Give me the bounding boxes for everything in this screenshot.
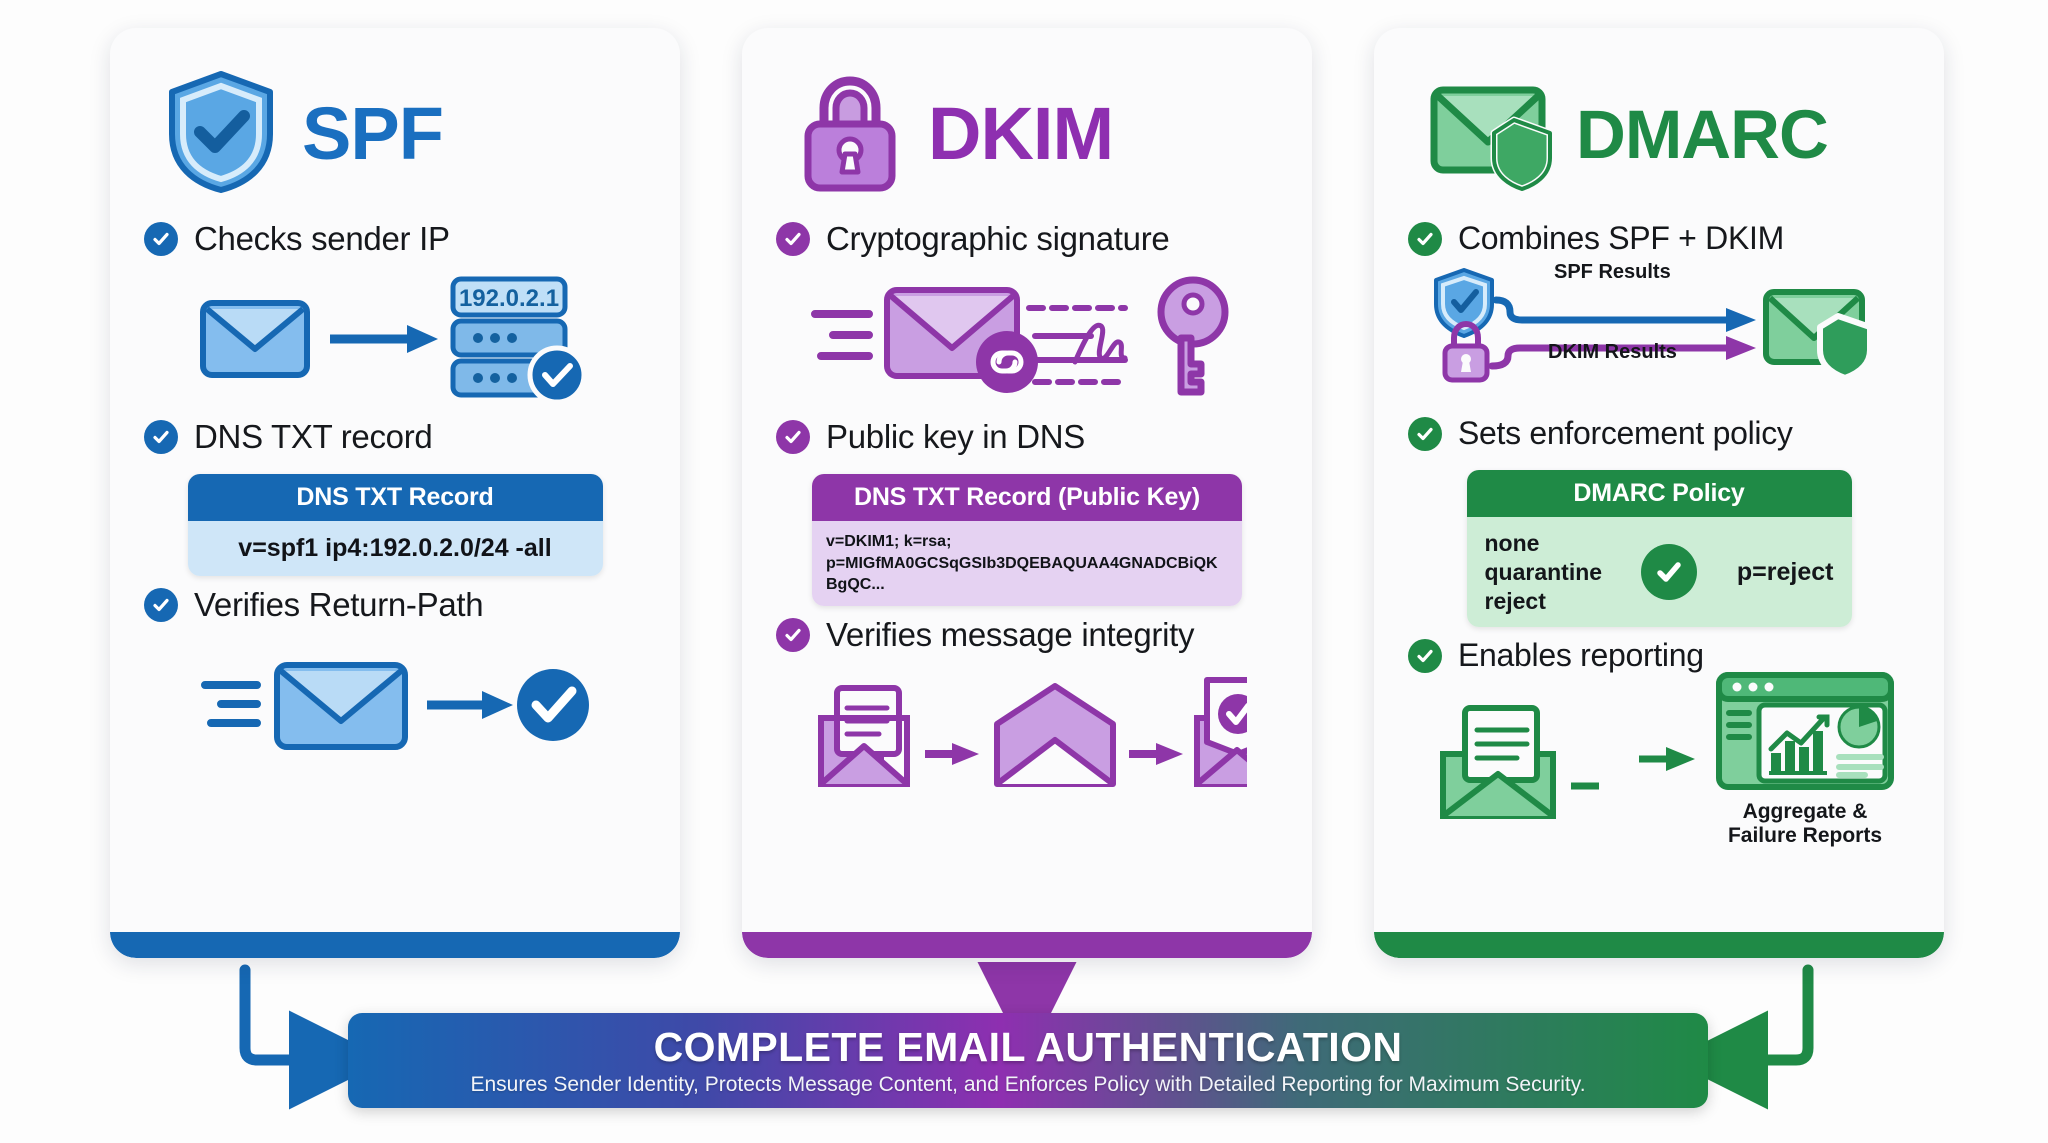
dmarc-policy-options: none quarantine reject — [1484, 530, 1603, 614]
bullet-spf-3: Verifies Return-Path — [144, 586, 646, 624]
reports-caption: Aggregate & Failure Reports — [1727, 799, 1883, 847]
bullet-spf-3-label: Verifies Return-Path — [194, 586, 484, 623]
dkim-record-line1: v=DKIM1; k=rsa; — [826, 533, 952, 550]
bullet-dkim-3-label: Verifies message integrity — [826, 615, 1195, 653]
dmarc-policy-body: none quarantine reject p=reject — [1466, 517, 1852, 628]
dkim-record-header: DNS TXT Record (Public Key) — [812, 474, 1242, 521]
card-dkim-title: DKIM — [928, 92, 1114, 175]
spf-dns-record-box: DNS TXT Record v=spf1 ip4:192.0.2.0/24 -… — [187, 474, 603, 576]
padlock-icon — [794, 68, 906, 201]
check-circle-icon — [1408, 221, 1442, 256]
bullet-dkim-1-label: Cryptographic signature — [826, 220, 1170, 257]
dkim-integrity-graphic — [776, 658, 1278, 808]
card-spf[interactable]: SPF Checks sender IP — [110, 28, 680, 958]
check-circle-icon — [144, 420, 178, 454]
check-circle-icon — [776, 617, 810, 652]
dmarc-reporting-graphic: Aggregate & Failure Reports — [1408, 671, 1910, 847]
bullet-dkim-1: Cryptographic signature — [776, 220, 1278, 258]
dmarc-policy-selected: p=reject — [1736, 557, 1834, 586]
spf-record-value: v=spf1 ip4:192.0.2.0/24 -all — [187, 521, 603, 576]
summary-banner: COMPLETE EMAIL AUTHENTICATION Ensures Se… — [348, 1013, 1708, 1108]
bullet-dkim-2: Public key in DNS — [776, 418, 1278, 456]
check-circle-icon — [776, 222, 810, 256]
bullet-dmarc-3-label: Enables reporting — [1458, 637, 1704, 674]
card-dkim[interactable]: DKIM Cryptographic signature — [742, 28, 1312, 958]
policy-check-icon — [1641, 544, 1698, 601]
report-arrow-icon — [1639, 747, 1695, 772]
bullet-dkim-2-label: Public key in DNS — [826, 418, 1085, 455]
bullet-dmarc-2-label: Sets enforcement policy — [1458, 415, 1793, 451]
card-dmarc-header: DMARC — [1408, 54, 1910, 214]
check-circle-icon — [144, 588, 178, 622]
card-spf-footer-bar — [110, 932, 680, 958]
server-ip-label: 192.0.2.1 — [459, 285, 559, 312]
dmarc-combine-graphic — [1408, 257, 1910, 397]
dkim-record-value: v=DKIM1; k=rsa; p=MIGfMA0GCSqGSIb3DQEBAQ… — [812, 521, 1242, 606]
protocol-cards: SPF Checks sender IP — [110, 28, 1944, 958]
card-dkim-header: DKIM — [776, 54, 1278, 214]
bullet-spf-1: Checks sender IP — [144, 220, 646, 258]
check-circle-icon — [144, 222, 178, 256]
dkim-dns-record-box: DNS TXT Record (Public Key) v=DKIM1; k=r… — [812, 474, 1242, 606]
shield-check-icon — [162, 68, 280, 201]
bullet-spf-1-label: Checks sender IP — [194, 220, 450, 257]
bullet-dkim-3: Verifies message integrity — [776, 616, 1278, 654]
spf-record-header: DNS TXT Record — [187, 474, 603, 521]
bullet-dmarc-3: Enables reporting — [1408, 637, 1910, 674]
card-dmarc[interactable]: DMARC Combines SPF + DKIM — [1374, 28, 1944, 958]
spf-ip-check-graphic: 192.0.2.1 — [144, 262, 646, 412]
dmarc-policy-header: DMARC Policy — [1466, 470, 1852, 517]
card-dmarc-title: DMARC — [1576, 95, 1829, 173]
card-spf-title: SPF — [302, 92, 444, 175]
bullet-spf-2-label: DNS TXT record — [194, 418, 433, 455]
dkim-results-label: DKIM Results — [1548, 341, 1677, 363]
bullet-dmarc-1-label: Combines SPF + DKIM — [1458, 220, 1784, 256]
spf-return-path-graphic — [144, 628, 646, 778]
card-dkim-footer-bar — [742, 932, 1312, 958]
spf-results-label: SPF Results — [1554, 261, 1671, 283]
dkim-signature-graphic — [776, 262, 1278, 412]
card-spf-header: SPF — [144, 54, 646, 214]
dmarc-policy-box: DMARC Policy none quarantine reject p=re… — [1466, 470, 1852, 628]
dkim-record-line2: p=MIGfMA0GCSqGSIb3DQEBAQUAA4GNADCBiQKBgQ… — [826, 554, 1218, 594]
check-circle-icon — [1408, 638, 1442, 673]
card-dmarc-footer-bar — [1374, 932, 1944, 958]
reports-dashboard: Aggregate & Failure Reports — [1715, 671, 1895, 848]
envelope-shield-icon — [1426, 72, 1554, 197]
check-circle-icon — [1408, 416, 1442, 451]
banner-subtitle: Ensures Sender Identity, Protects Messag… — [470, 1073, 1586, 1096]
check-circle-icon — [776, 420, 810, 454]
bullet-spf-2: DNS TXT record — [144, 418, 646, 456]
bullet-dmarc-1: Combines SPF + DKIM — [1408, 220, 1910, 257]
banner-title: COMPLETE EMAIL AUTHENTICATION — [653, 1024, 1403, 1070]
bullet-dmarc-2: Sets enforcement policy — [1408, 415, 1910, 452]
